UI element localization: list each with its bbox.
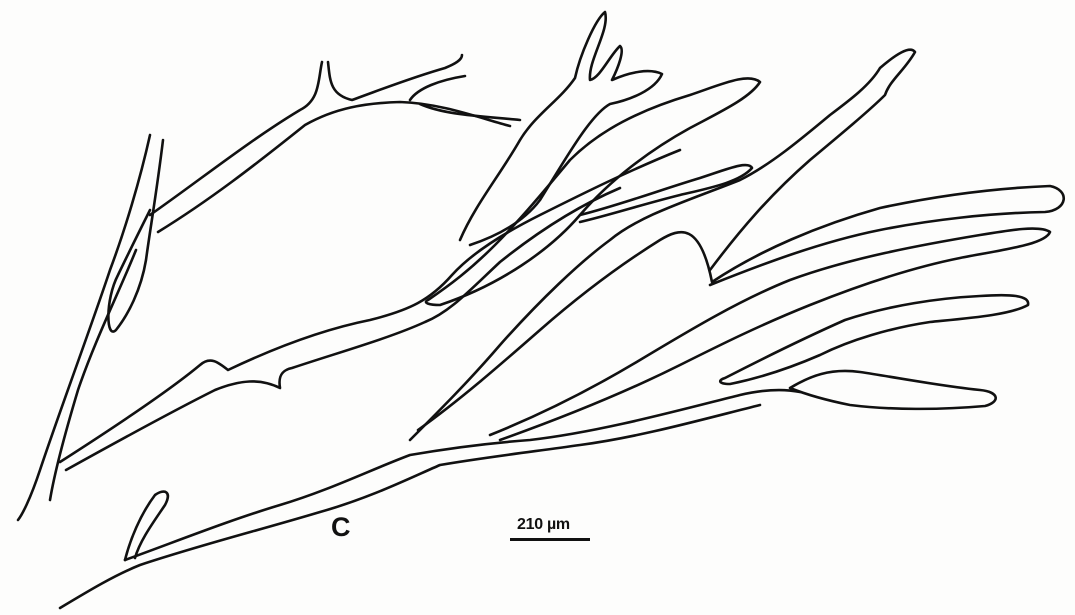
bottom-trunk-outline [125,390,800,560]
left-stem-inner-outline [108,140,163,332]
lower-branch-c-outline [790,371,996,409]
left-stem-outline [18,135,150,520]
lower-branch-b-outline [720,295,1028,384]
scale-bar-label: 210 µm [517,517,570,533]
upper-arch-inner-outline [158,102,510,232]
central-trunk-upper-outline [60,150,680,462]
scale-bar [510,538,590,541]
upper-arch-branch-outline [150,55,462,215]
panel-label: C [331,514,351,541]
finger-branch-a-outline [460,12,662,245]
bottom-small-branch-outline [125,492,168,560]
upper-arch-side-branch-outline [410,76,520,120]
left-stem-lower-outline [50,250,136,500]
